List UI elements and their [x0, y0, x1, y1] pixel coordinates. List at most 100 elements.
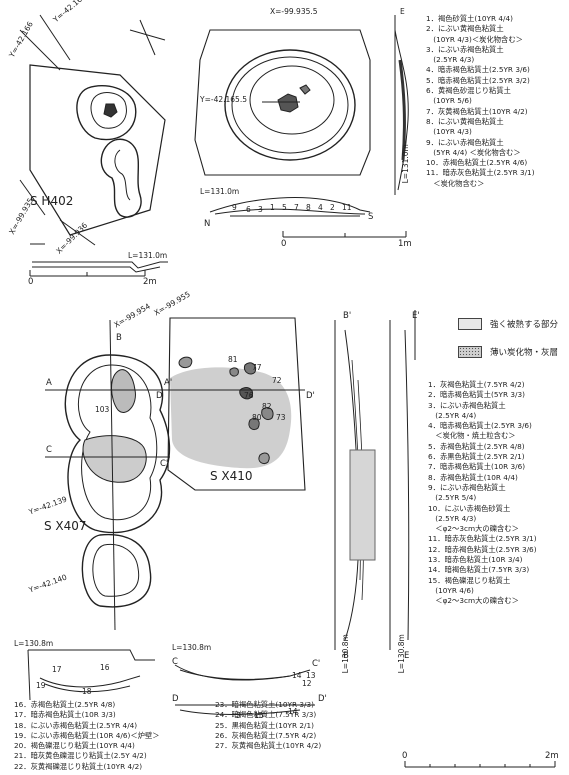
sx407-marker-a: A [46, 378, 52, 388]
sx410-dd-marker-d-prime: D' [318, 694, 327, 704]
legend-mid-line: 10．にぶい赤褐色砂質土 [428, 503, 511, 513]
legend-top-line: 8．にぶい黄褐色粘質土 [426, 116, 504, 126]
top-pit-layer-7: 7 [294, 203, 299, 212]
top-pit-layer-5: 5 [282, 203, 287, 212]
top-pit-side-e: E [400, 7, 405, 16]
legend-bottom-left-line: 22．灰黄褐礫混じり粘質土(10YR 4/2) [14, 761, 143, 771]
legend-mid-line: 8．赤褐色粘質土(10R 4/4) [428, 472, 518, 482]
legend-top-line: (10YR 4/3)＜炭化物含む＞ [426, 34, 523, 44]
stone-80: 80 [252, 413, 262, 422]
top-pit-layer-1: 1 [270, 203, 275, 212]
sh402-plan [19, 14, 168, 277]
stone-73: 73 [276, 413, 286, 422]
legend-top-line: 3．にぶい赤褐色粘質土 [426, 44, 504, 54]
sh402-scale-2m: 2m [143, 277, 157, 287]
sx410-dd-marker-d: D [172, 694, 179, 704]
legend-top-line: 2．にぶい黄褐色粘質土 [426, 24, 504, 34]
legend-mid-line: 12．暗赤褐色粘質土(2.5YR 3/6) [428, 544, 537, 554]
sx410-plan [165, 310, 416, 715]
legend-mid-line: 6．赤黒色粘質土(2.5YR 2/1) [428, 452, 525, 462]
sx407-plan [27, 319, 175, 701]
legend-bottom-left-line: 21．暗灰黄色礫混じり粘質土(2.5Y 4/2) [14, 751, 147, 761]
top-pit-layer-4: 4 [318, 203, 323, 212]
legend-bottom-right-line: 26．灰褐色粘質土(7.5YR 4/2) [215, 730, 317, 740]
legend-top-line: (2.5YR 4/3) [426, 55, 475, 65]
legend-bottom-left-line: 17．暗赤褐色粘質土(10R 3/3) [14, 710, 116, 720]
sx410-cc-marker-c: C [172, 657, 178, 667]
key-charcoal: 薄い炭化物・灰層 [458, 346, 558, 358]
burnt-swatch [458, 318, 482, 330]
sx410-side-end-e: E [404, 651, 410, 661]
sx410-level-cc: L=130.8m [172, 643, 212, 652]
sx407-level: L=130.8m [14, 639, 54, 648]
legend-mid-line: ＜φ2～3cm大の礫含む＞ [428, 596, 519, 606]
top-pit-section-s: S [368, 212, 374, 222]
sx407-marker-a-prime: A' [164, 378, 173, 388]
top-pit-section-n: N [204, 219, 211, 229]
key-charcoal-label: 薄い炭化物・灰層 [490, 348, 559, 358]
legend-mid-line: ＜炭化物・焼土粒含む＞ [428, 431, 516, 441]
stone-82: 82 [262, 402, 272, 411]
legend-mid-line: 5．赤褐色粘質土(2.5YR 4/8) [428, 441, 525, 451]
sx407-layer-17: 17 [52, 665, 62, 674]
legend-mid-line: (10YR 4/6) [428, 585, 474, 595]
top-pit-layer-6: 6 [246, 205, 251, 214]
legend-top-line: 11．暗赤灰色粘質土(2.5YR 3/1) [426, 168, 535, 178]
sx410-dd-layer-14: 14 [288, 707, 298, 716]
top-pit-layer-9: 9 [232, 203, 237, 212]
legend-mid-line: 4．暗赤褐色粘質土(2.5YR 3/6) [428, 421, 532, 431]
legend-mid-line: 2．暗赤褐色粘質土(5YR 3/3) [428, 390, 525, 400]
key-burnt: 強く被熱する部分 [458, 318, 558, 330]
legend-top-line: ＜炭化物含む＞ [426, 178, 485, 188]
legend-top-line: 6．黄褐色砂混じり粘質土 [426, 86, 511, 96]
top-pit-plan [194, 15, 409, 238]
sx410-side-end-b: B [343, 651, 349, 661]
top-pit-layer-8: 8 [306, 203, 311, 212]
legend-top-line: (10YR 4/3) [426, 127, 472, 137]
legend-bottom-left-line: 20．褐色礫混じり粘質土(10YR 4/4) [14, 741, 135, 751]
soil-legend-top: 1．褐色砂質土(10YR 4/4) 2．にぶい黄褐色粘質土 (10YR 4/3)… [426, 14, 535, 189]
legend-bottom-left-line: 19．にぶい赤褐色粘質土(10R 4/6)＜炉壁＞ [14, 730, 160, 740]
soil-legend-bottom-left: 16．赤褐色粘質土(2.5YR 4/8) 17．暗赤褐色粘質土(10R 3/3)… [14, 700, 160, 772]
legend-mid-line: 1．灰褐色粘質土(7.5YR 4/2) [428, 380, 525, 389]
legend-mid-line: 7．暗赤褐色粘質土(10R 3/6) [428, 462, 526, 472]
sx410-name: S X410 [210, 469, 253, 483]
legend-mid-line: 3．にぶい赤褐色粘質土 [428, 400, 506, 410]
legend-top-line: 9．にぶい赤褐色粘質土 [426, 137, 504, 147]
stone-72: 72 [272, 376, 282, 385]
top-pit-level-side: L=131.0m [400, 144, 410, 184]
legend-top-line: 1．褐色砂質土(10YR 4/4) [426, 14, 513, 23]
sx407-feature-103: 103 [95, 405, 110, 414]
legend-top-line: 5．暗赤褐色粘質土(2.5YR 3/2) [426, 75, 530, 85]
top-pit-scale-0: 0 [281, 239, 287, 249]
sx407-marker-c: C [46, 445, 52, 455]
sx410-cc-layer-13: 13 [306, 671, 316, 680]
legend-bottom-left-line: 18．にぶい赤褐色粘質土(2.5YR 4/4) [14, 720, 138, 730]
legend-bottom-right-line: 27．灰黄褐色粘質土(10YR 4/2) [215, 741, 322, 751]
stone-77: 77 [252, 363, 262, 372]
soil-legend-mid: 1．灰褐色粘質土(7.5YR 4/2) 2．暗赤褐色粘質土(5YR 3/3) 3… [428, 380, 537, 607]
sx410-marker-b-prime: B' [343, 311, 352, 321]
top-pit-coord-x: X=-99.935.5 [270, 7, 318, 16]
top-pit-layer-11: 11 [342, 203, 352, 212]
sx410-marker-d: D [156, 391, 163, 401]
sx407-layer-16: 16 [100, 663, 110, 672]
bottom-scale-bar [404, 761, 556, 768]
sx410-cc-layer-14: 14 [292, 671, 302, 680]
legend-bottom-right-line: 25．黒褐色粘質土(10YR 2/1) [215, 720, 314, 730]
legend-top-line: (10YR 5/6) [426, 96, 472, 106]
sh402-scale-0: 0 [28, 277, 34, 287]
legend-top-line: 7．灰黄褐色粘質土(10YR 4/2) [426, 106, 528, 116]
bottom-scale-0: 0 [402, 751, 408, 761]
sx410-cc-layer-12: 12 [302, 679, 312, 688]
charcoal-swatch [458, 346, 482, 358]
legend-top-line: (5YR 4/4) ＜炭化物含む＞ [426, 147, 521, 157]
top-pit-layer-2: 2 [330, 203, 335, 212]
legend-mid-line: 11．暗赤灰色粘質土(2.5YR 3/1) [428, 534, 537, 544]
sx410-marker-d-prime: D' [306, 391, 315, 401]
sx410-marker-e-prime: E' [412, 311, 420, 321]
sx407-marker-b: B [116, 333, 122, 343]
top-pit-layer-3: 3 [258, 205, 263, 214]
legend-mid-line: 15．褐色礫混じり粘質土 [428, 575, 511, 585]
sx410-dd-layer-15: 15 [254, 711, 264, 720]
